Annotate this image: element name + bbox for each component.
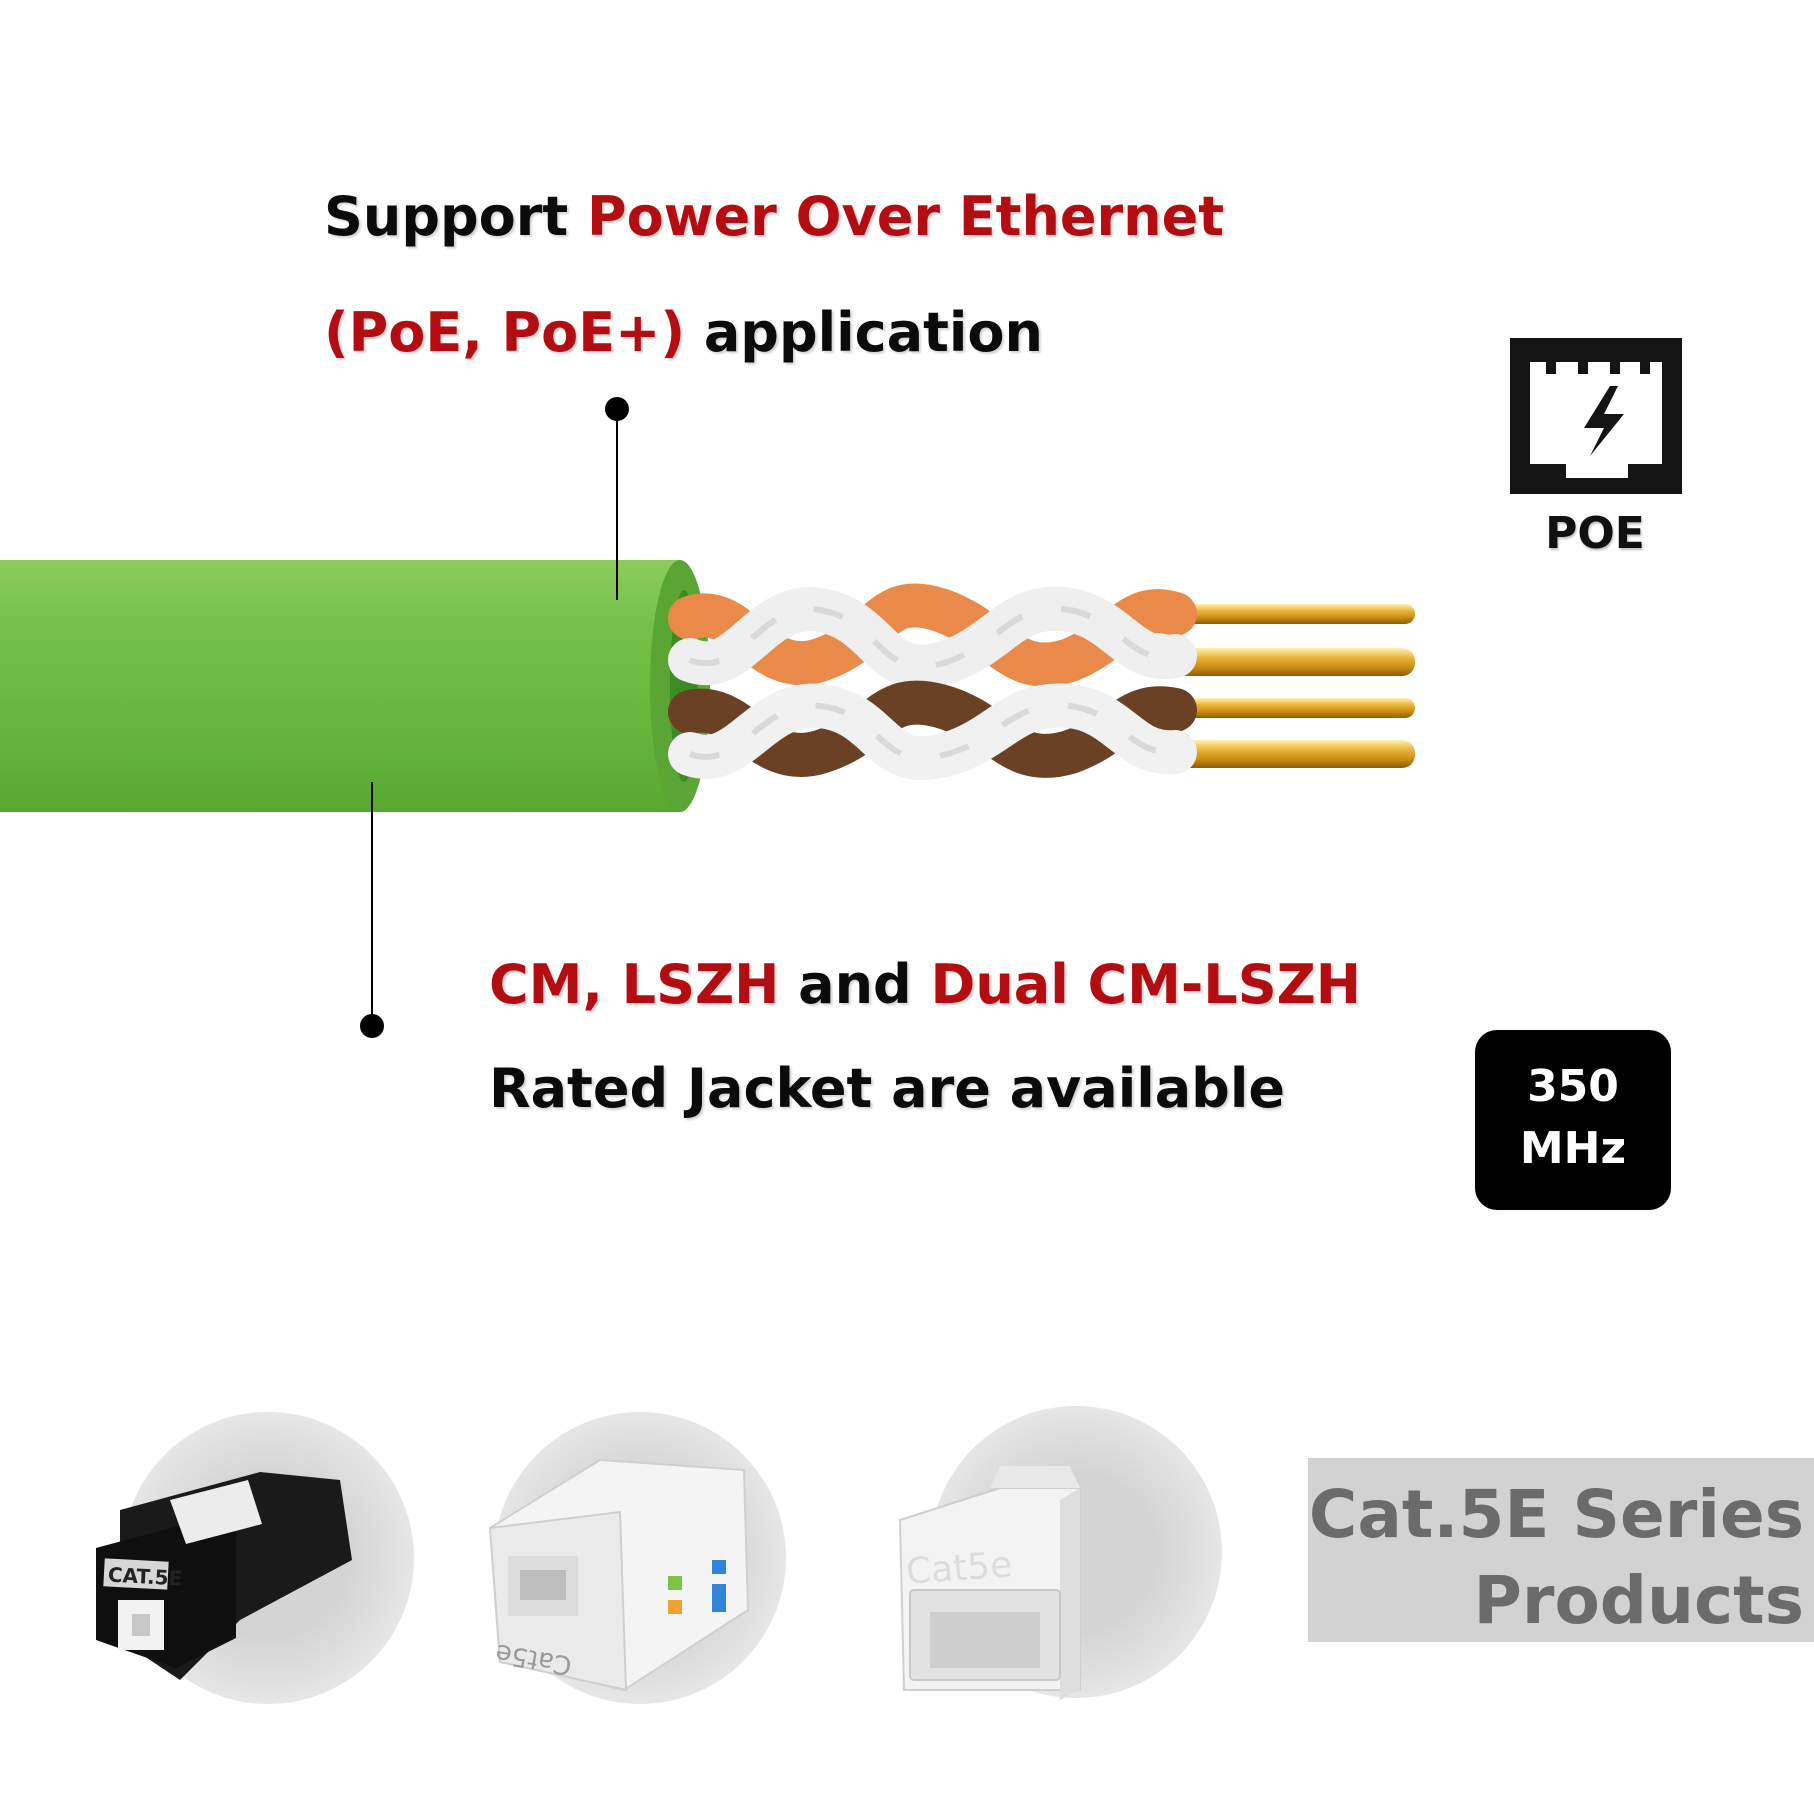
callout-top-poe-highlight: (PoE, PoE+) — [324, 301, 686, 364]
callout-top-line1: Support Power Over Ethernet — [324, 190, 1224, 244]
callout-leader-bottom — [360, 782, 384, 1038]
callout-bottom-line1: CM, LSZH and Dual CM-LSZH — [489, 958, 1361, 1012]
series-title-line2: Products — [1473, 1562, 1804, 1639]
twisted-pair-orange — [668, 583, 1197, 689]
frequency-badge: 350 MHz — [1475, 1030, 1671, 1210]
product-black-keystone-jack: CAT.5E — [96, 1412, 414, 1704]
svg-text:Cat5e: Cat5e — [905, 1544, 1014, 1592]
callout-bottom-line2: Rated Jacket are available — [489, 1057, 1285, 1120]
callout-top-line2: (PoE, PoE+) application — [324, 306, 1043, 360]
callout-leader-top — [605, 397, 629, 600]
callout-top-prefix: Support — [324, 185, 569, 248]
twisted-pair-brown — [668, 680, 1197, 780]
callout-top-suffix: application — [703, 301, 1043, 364]
copper-conductors — [1165, 604, 1415, 768]
series-title-line1: Cat.5E Series — [1308, 1476, 1804, 1553]
svg-text:CAT.5E: CAT.5E — [107, 1563, 183, 1591]
cable-jacket — [0, 560, 710, 812]
series-banner: Cat.5E Series Products — [1308, 1458, 1814, 1642]
poe-label: POE — [1545, 508, 1645, 559]
jacket-rating-dual: Dual CM-LSZH — [930, 953, 1361, 1016]
poe-lightning-icon — [1510, 338, 1682, 494]
frequency-value: 350 — [1527, 1061, 1619, 1112]
product-keystone-coupler: Cat5e — [898, 1406, 1222, 1700]
frequency-unit: MHz — [1519, 1123, 1627, 1174]
jacket-rating-and: and — [798, 953, 912, 1016]
jacket-rating-cm-lszh: CM, LSZH — [489, 953, 780, 1016]
callout-top-highlight: Power Over Ethernet — [587, 185, 1225, 248]
product-white-keystone-jack: Cat5e — [488, 1412, 786, 1704]
